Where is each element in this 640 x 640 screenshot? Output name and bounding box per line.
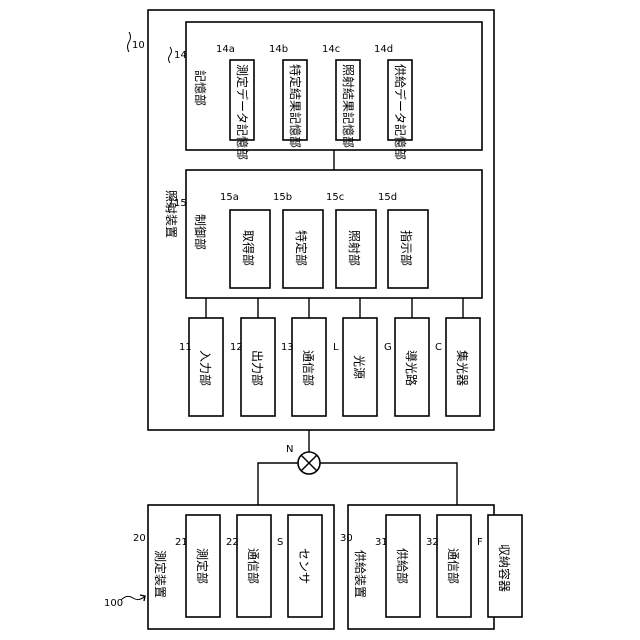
network-link	[320, 463, 457, 505]
storage-unit-label: 記憶部	[193, 70, 208, 106]
supply-device-ref: 30	[340, 533, 353, 544]
storage-unit-ref: 14	[174, 50, 187, 61]
control-item-label: 特定部	[294, 230, 309, 266]
unit-label: 出力部	[250, 350, 265, 386]
supply-item-ref: 32	[426, 537, 439, 548]
measurement-item-label: 通信部	[246, 548, 261, 584]
control-item-ref: 15c	[326, 192, 344, 203]
measurement-item-ref: 21	[175, 537, 188, 548]
control-item-ref: 15b	[273, 192, 292, 203]
system-ref: 100	[104, 598, 123, 609]
unit-label: 入力部	[198, 350, 213, 386]
irradiation-device-ref: 10	[132, 40, 145, 51]
network-link	[258, 463, 298, 505]
unit-ref: 12	[230, 342, 243, 353]
unit-ref: L	[333, 342, 339, 353]
measurement-device-ref: 20	[133, 533, 146, 544]
unit-label: 導光路	[404, 350, 419, 386]
supply-device-label: 供給装置	[353, 550, 367, 598]
supply-item-label: 供給部	[395, 548, 410, 584]
supply-item-ref: F	[477, 537, 483, 548]
storage-item-ref: 14b	[269, 44, 288, 55]
unit-ref: 11	[179, 342, 192, 353]
measurement-device-label: 測定装置	[153, 550, 168, 598]
storage-item-ref: 14c	[322, 44, 340, 55]
ref-leader	[128, 32, 131, 52]
measurement-item-label: センサ	[297, 548, 311, 584]
unit-label: 通信部	[301, 350, 316, 386]
control-item-label: 指示部	[399, 230, 414, 266]
supply-item-label: 収納容器	[497, 544, 512, 592]
network-ref: N	[286, 444, 293, 455]
control-unit-ref: 15	[174, 198, 187, 209]
storage-item-ref: 14a	[216, 44, 235, 55]
storage-item-label: 測定データ記憶部	[235, 64, 250, 160]
unit-label: 光源	[352, 355, 366, 379]
supply-item-label: 通信部	[446, 548, 461, 584]
control-item-ref: 15a	[220, 192, 239, 203]
measurement-item-ref: 22	[226, 537, 239, 548]
unit-ref: G	[384, 342, 392, 353]
unit-label: 集光器	[455, 350, 470, 386]
control-item-label: 照射部	[347, 230, 362, 266]
measurement-item-label: 測定部	[195, 548, 210, 584]
supply-device-frame	[348, 505, 494, 629]
unit-ref: 13	[281, 342, 294, 353]
control-item-label: 取得部	[241, 230, 256, 266]
measurement-item-ref: S	[277, 537, 283, 548]
storage-item-label: 照射結果記憶部	[341, 64, 356, 148]
control-unit-label: 制御部	[193, 214, 208, 250]
control-item-ref: 15d	[378, 192, 397, 203]
storage-item-ref: 14d	[374, 44, 393, 55]
supply-item-ref: 31	[375, 537, 388, 548]
system-ref-arrow	[121, 596, 145, 600]
unit-ref: C	[435, 342, 442, 353]
storage-item-label: 供給データ記憶部	[393, 64, 408, 160]
storage-item-label: 特定結果記憶部	[288, 64, 303, 148]
